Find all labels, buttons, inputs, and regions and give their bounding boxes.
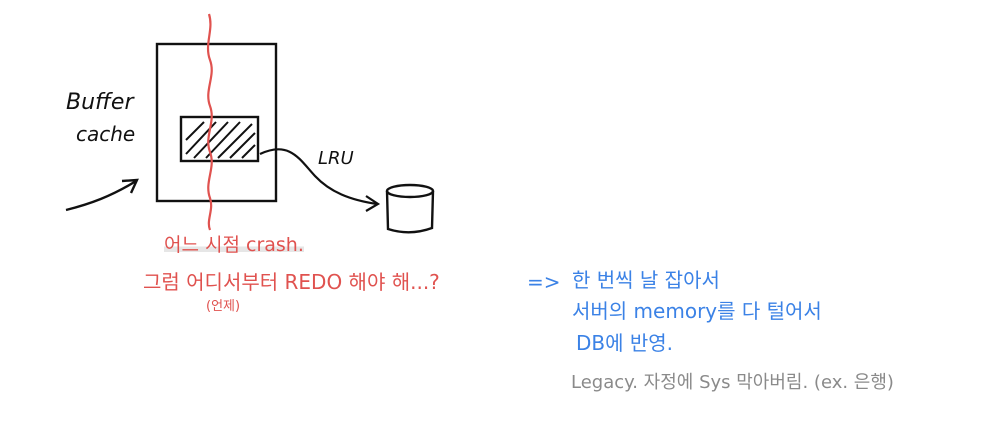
lru-label: LRU: [318, 148, 354, 169]
answer-line-2: 서버의 memory를 다 털어서: [572, 299, 822, 323]
lru-arrow: [259, 148, 378, 206]
buffer-cache-box: [155, 42, 278, 203]
input-arrow-head: [121, 178, 139, 194]
crash-line: [206, 13, 213, 231]
dirty-block: [179, 115, 260, 163]
redo-question: 그럼 어디서부터 REDO 해야 해...?: [143, 270, 440, 294]
disk-icon: [385, 183, 435, 234]
dirty-block-hatching: [185, 121, 256, 159]
crash-note: 어느 시점 crash.: [164, 234, 304, 256]
implies-arrow: =>: [527, 270, 561, 294]
lru-arrow-head: [365, 195, 381, 212]
redo-question-sub: (언제): [206, 299, 241, 314]
buffer-cache-label-line2: cache: [76, 122, 136, 146]
input-arrow: [65, 179, 137, 212]
legacy-note: Legacy. 자정에 Sys 막아버림. (ex. 은행): [571, 372, 894, 393]
answer-line-3: DB에 반영.: [576, 331, 674, 355]
answer-line-1: 한 번씩 날 잡아서: [572, 268, 720, 292]
buffer-cache-label-line1: Buffer: [66, 90, 134, 115]
